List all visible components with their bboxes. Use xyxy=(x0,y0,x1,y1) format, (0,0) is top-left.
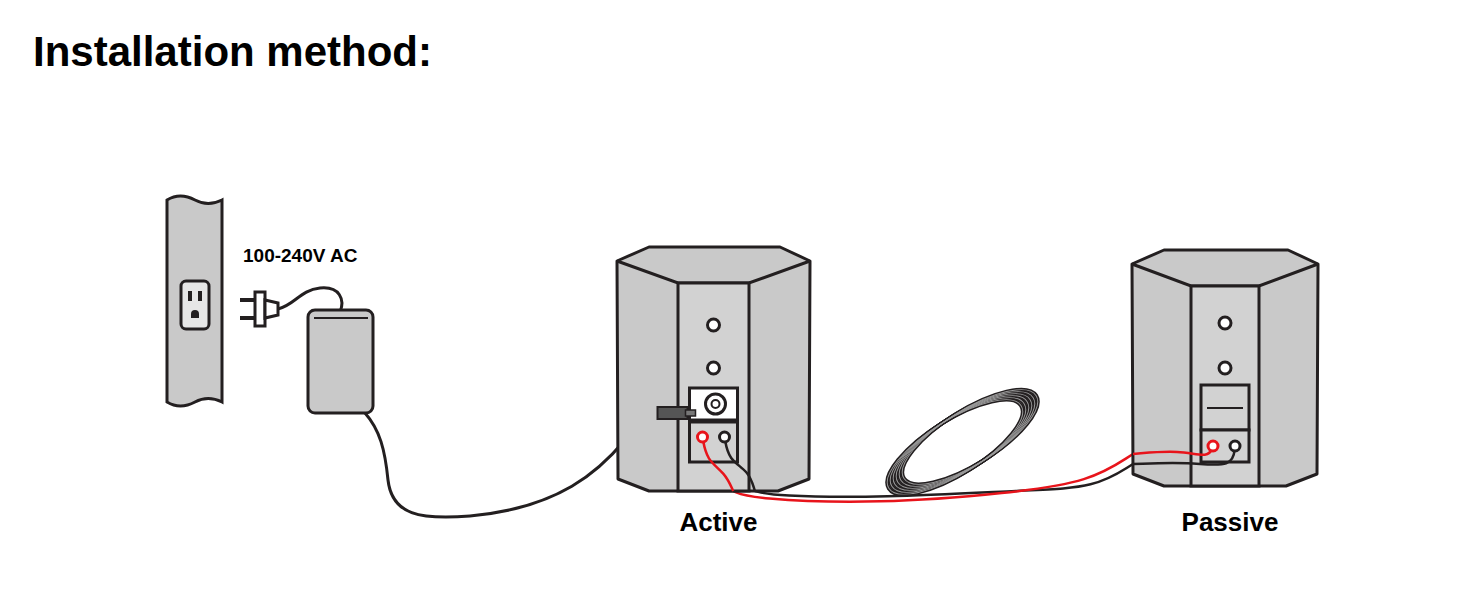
power-adapter xyxy=(308,310,373,413)
wall xyxy=(167,196,222,406)
voltage-label: 100-240V AC xyxy=(243,245,357,267)
speaker-label: Passive xyxy=(1182,507,1279,538)
coil-highlight xyxy=(884,377,1045,505)
outlet-slot xyxy=(198,291,202,301)
speaker-shape xyxy=(615,245,812,493)
title: Installation method: xyxy=(33,28,432,76)
coil-highlight xyxy=(881,379,1042,507)
outlet-ground xyxy=(191,310,199,318)
speaker-label: Active xyxy=(679,507,757,538)
coil-highlight xyxy=(890,373,1051,501)
speaker: Passive xyxy=(1130,248,1320,488)
speaker-shape xyxy=(1130,248,1320,488)
adapter-edge xyxy=(314,317,368,319)
outlet-slot xyxy=(188,291,192,301)
ac-cord xyxy=(278,288,342,312)
speaker: Active xyxy=(615,245,812,493)
power-plug xyxy=(240,292,278,326)
wall-outlet xyxy=(181,281,209,329)
coil-highlight xyxy=(887,375,1048,503)
coil-loop xyxy=(890,373,1051,501)
